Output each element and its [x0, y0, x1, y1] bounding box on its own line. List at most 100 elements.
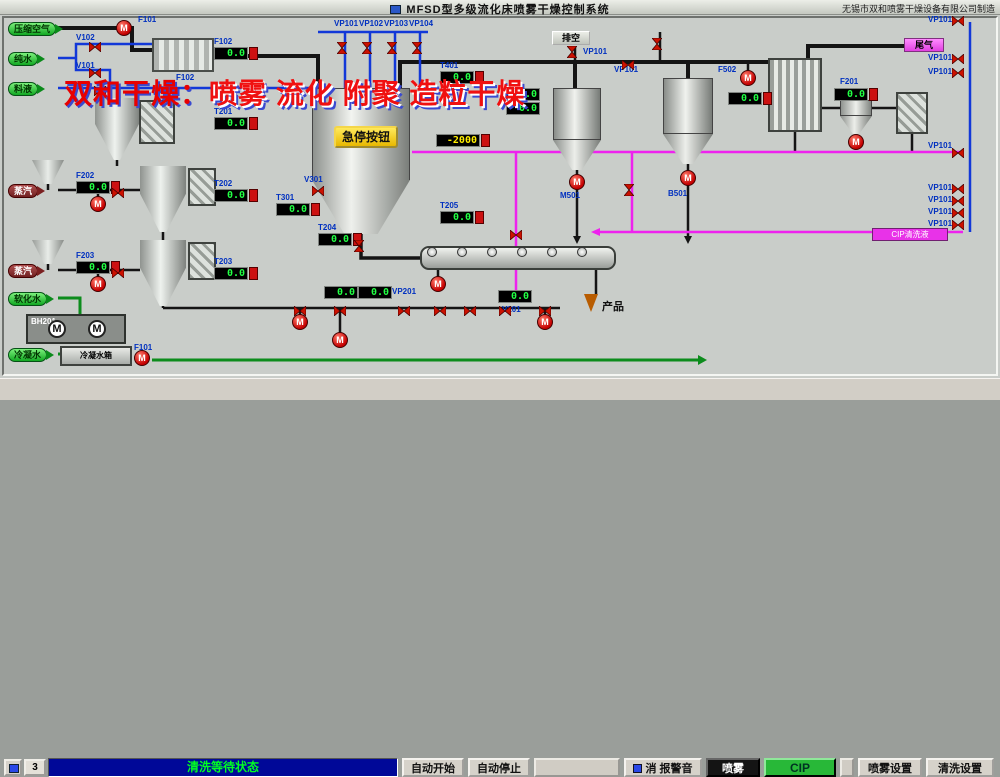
valve-icon[interactable]	[621, 57, 635, 71]
page-indicator[interactable]: 3	[24, 759, 46, 776]
pump-icon[interactable]: M	[90, 196, 106, 212]
display-tag: T301	[276, 193, 295, 202]
vibrator-icon	[427, 247, 437, 257]
pump-icon[interactable]: M	[430, 276, 446, 292]
clean-settings-button[interactable]: 清洗设置	[926, 758, 994, 777]
feed-pill: 纯水	[8, 52, 46, 66]
display-tag: T203	[214, 257, 233, 266]
pump-icon[interactable]: M	[569, 174, 585, 190]
spray-settings-button[interactable]: 喷雾设置	[858, 758, 922, 777]
pump-icon[interactable]: M	[116, 20, 132, 36]
display-tag: T205	[440, 201, 459, 210]
valve-icon[interactable]	[538, 303, 552, 317]
equipment-tag: VP101	[614, 65, 639, 74]
digital-display: 0.0	[358, 286, 392, 299]
vibrator-icon	[487, 247, 497, 257]
feed-pill: 料液	[8, 82, 46, 96]
valve-icon[interactable]	[951, 205, 965, 219]
equipment-tag: F101	[138, 15, 157, 24]
valve-icon[interactable]	[433, 303, 447, 317]
display-value: 0.0	[440, 71, 474, 84]
spray-button[interactable]: 喷雾	[706, 758, 760, 777]
equipment-tag: VP101	[928, 141, 953, 150]
vibrator-icon	[517, 247, 527, 257]
digital-display: 0.0	[506, 102, 540, 115]
cip-button[interactable]: CIP	[764, 758, 836, 777]
pump-icon[interactable]: M	[332, 332, 348, 348]
valve-icon[interactable]	[951, 217, 965, 231]
valve-icon[interactable]	[411, 41, 425, 55]
collection-hopper	[553, 88, 601, 140]
equipment-tag: V101	[76, 61, 95, 70]
valve-icon[interactable]	[386, 41, 400, 55]
pump-icon[interactable]: M	[134, 350, 150, 366]
valve-icon[interactable]	[336, 41, 350, 55]
pump-icon[interactable]: M	[680, 170, 696, 186]
valve-icon[interactable]	[311, 183, 325, 197]
equipment-tag: VP101	[928, 15, 953, 24]
valve-icon[interactable]	[623, 183, 637, 197]
equipment-tag: V102	[76, 33, 95, 42]
valve-icon[interactable]	[509, 227, 523, 241]
display-tag: F203	[76, 251, 95, 260]
pump-icon[interactable]: M	[740, 70, 756, 86]
feed-pill: 蒸汽	[8, 184, 46, 198]
valve-icon[interactable]	[951, 65, 965, 79]
motor-icon[interactable]: M	[48, 320, 66, 338]
display-tag: T202	[214, 179, 233, 188]
valve-icon[interactable]	[88, 39, 102, 53]
valve-icon[interactable]	[111, 185, 125, 199]
pump-icon[interactable]: M	[292, 314, 308, 330]
valve-icon[interactable]	[88, 65, 102, 79]
valve-icon[interactable]	[951, 181, 965, 195]
valve-icon[interactable]	[293, 303, 307, 317]
display-tag: F102	[214, 37, 233, 46]
display-tag: F202	[76, 171, 95, 180]
display-unit-icon	[869, 88, 878, 101]
motor-icon[interactable]: M	[88, 320, 106, 338]
display-value: 0.0	[214, 47, 248, 60]
mute-alarm-button[interactable]: 消 报警音	[624, 758, 702, 777]
auto-start-button[interactable]: 自动开始	[402, 758, 464, 777]
display-unit-icon	[249, 47, 258, 60]
display-value: 0.0	[76, 261, 110, 274]
valve-icon[interactable]	[333, 303, 347, 317]
valve-icon[interactable]	[651, 37, 665, 51]
pump-icon[interactable]: M	[848, 134, 864, 150]
valve-icon[interactable]	[951, 193, 965, 207]
bag-filter	[188, 168, 216, 206]
auto-stop-button[interactable]: 自动停止	[468, 758, 530, 777]
emergency-stop-button[interactable]: 急停按钮	[334, 126, 398, 148]
valve-icon[interactable]	[498, 303, 512, 317]
display-tag: T401	[440, 61, 459, 70]
valve-icon[interactable]	[353, 239, 367, 253]
pump-icon[interactable]: M	[537, 314, 553, 330]
valve-icon[interactable]	[397, 303, 411, 317]
spray-settings-label: 喷雾设置	[868, 763, 912, 775]
auto-stop-label: 自动停止	[477, 763, 521, 775]
feed-pill: 蒸汽	[8, 264, 46, 278]
exhaust-filter	[896, 92, 928, 134]
valve-icon[interactable]	[463, 303, 477, 317]
display-value: 0.0	[728, 92, 762, 105]
condenser-column	[768, 58, 822, 132]
pump-icon[interactable]: M	[90, 276, 106, 292]
feed-pill: 软化水	[8, 292, 55, 306]
valve-icon[interactable]	[111, 265, 125, 279]
valve-icon[interactable]	[361, 41, 375, 55]
air-heater	[152, 38, 214, 72]
toolbar-spacer	[840, 758, 854, 777]
display-unit-icon	[353, 233, 362, 246]
valve-icon[interactable]	[566, 45, 580, 59]
valve-icon[interactable]	[951, 51, 965, 65]
digital-display: 0.0	[324, 286, 358, 299]
system-icon[interactable]	[4, 759, 22, 776]
display-value: 0.0	[276, 203, 310, 216]
valve-icon[interactable]	[93, 83, 107, 97]
valve-icon[interactable]	[951, 145, 965, 159]
